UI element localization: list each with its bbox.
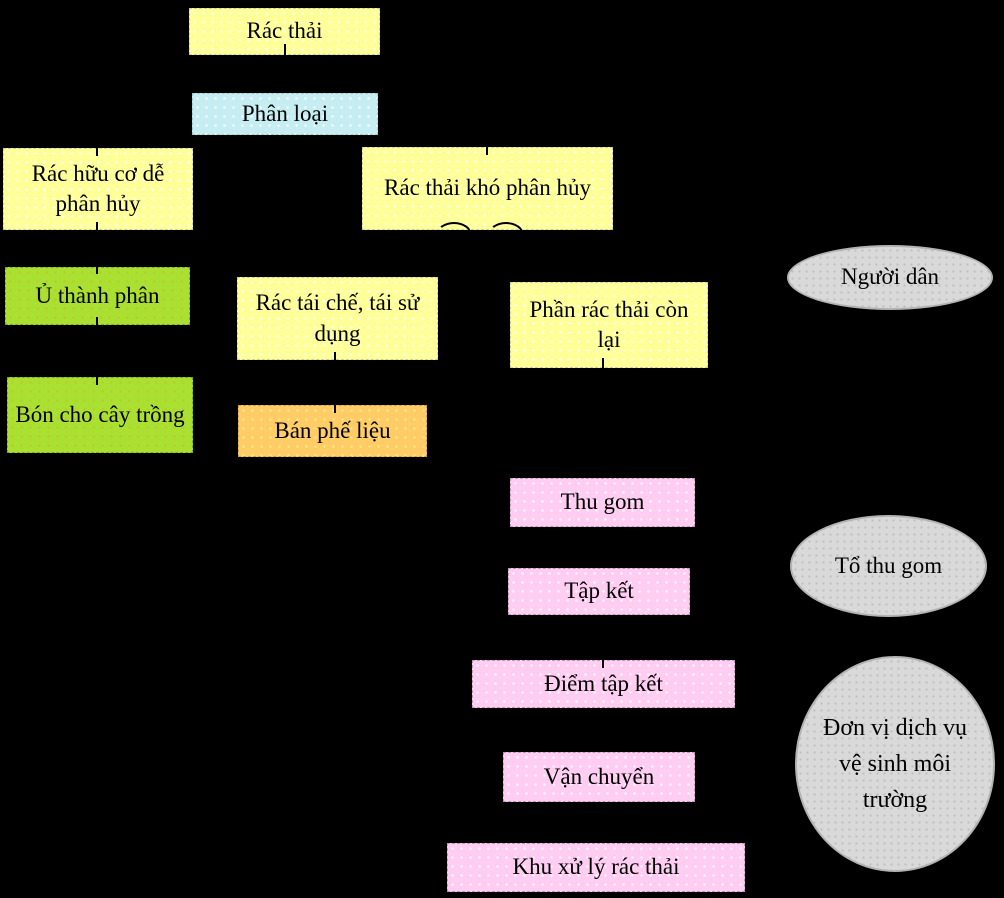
node-rac-thai: Rác thải xyxy=(189,8,380,55)
node-thu-gom: Thu gom xyxy=(510,478,695,527)
node-label: Tổ thu gom xyxy=(834,552,943,578)
connector-tapket-diemtapket xyxy=(602,615,604,668)
node-ban-phe-lieu: Bán phế liệu xyxy=(238,405,427,457)
node-tap-ket: Tập kết xyxy=(508,568,690,615)
node-diem-tap-ket: Điểm tập kết xyxy=(472,660,735,708)
node-khu-xu-ly-rac-thai: Khu xử lý rác thải xyxy=(447,843,745,892)
connector-diemtapket-vanchuyen xyxy=(602,708,604,752)
actor-don-vi-dich-vu-circle: Đơn vị dịch vụ vệ sinh môi trường xyxy=(795,656,995,872)
node-label: Điểm tập kết xyxy=(544,670,663,696)
connector-arc-racthaikho-ractaiche xyxy=(436,222,472,235)
node-label: Phần rác thải còn lại xyxy=(529,296,689,352)
actor-to-thu-gom-ellipse: Tổ thu gom xyxy=(790,515,987,617)
node-rac-tai-che: Rác tái chế, tái sử dụng xyxy=(237,277,438,360)
node-rac-thai-kho-phan-huy: Rác thải khó phân hủy xyxy=(362,147,613,230)
connector-thugom-tapket xyxy=(602,527,604,568)
node-label: Ủ thành phân xyxy=(35,282,160,308)
connector-uthanhphan-bonchocay xyxy=(96,317,98,385)
node-bon-cho-cay-trong: Bón cho cây trồng xyxy=(7,377,193,453)
node-phan-rac-thai-con-lai: Phần rác thải còn lại xyxy=(510,282,708,368)
node-phan-loai: Phân loại xyxy=(192,93,378,135)
node-label: Rác hữu cơ dễ phân hủy xyxy=(31,160,165,216)
node-label: Rác thải khó phân hủy xyxy=(384,175,591,201)
node-label: Rác thải xyxy=(246,18,323,44)
connector-phanloai-racthaikho xyxy=(486,135,488,155)
node-label: Người dân xyxy=(840,264,940,290)
node-label: Bón cho cây trồng xyxy=(15,401,185,427)
connector-vanchuyen-khuxuly xyxy=(600,802,602,843)
node-label: Vận chuyển xyxy=(543,763,655,789)
node-rac-huu-co: Rác hữu cơ dễ phân hủy xyxy=(3,148,193,230)
node-label: Tập kết xyxy=(564,578,634,604)
connector-arc-racthaikho-phanracconlai xyxy=(488,222,524,235)
node-label: Phân loại xyxy=(241,100,329,126)
node-label: Thu gom xyxy=(560,489,645,515)
connector-racthai-phanloai xyxy=(284,44,286,93)
node-u-thanh-phan: Ủ thành phân xyxy=(5,267,190,325)
connector-rachuuco-uthanhphan xyxy=(96,222,98,274)
connector-phanracconlai-thugom xyxy=(602,358,604,478)
node-label: Rác tái chế, tái sử dụng xyxy=(255,290,420,346)
node-van-chuyen: Vận chuyển xyxy=(503,752,695,802)
connector-ractaiche-banphelieu xyxy=(334,352,336,413)
actor-nguoi-dan-ellipse: Người dân xyxy=(787,245,993,310)
connector-phanloai-rachuuco xyxy=(96,135,98,156)
node-label: Khu xử lý rác thải xyxy=(512,854,680,880)
node-label: Bán phế liệu xyxy=(274,417,391,443)
node-label: Đơn vị dịch vụ vệ sinh môi trường xyxy=(822,715,967,813)
